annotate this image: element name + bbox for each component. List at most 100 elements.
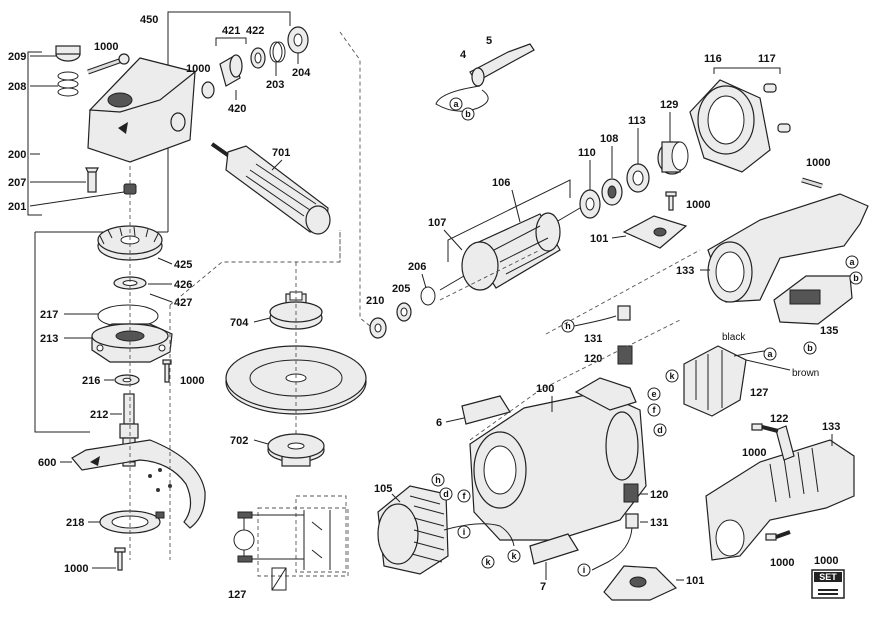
suppressor-131-b (591, 513, 639, 571)
nut-1000-b (201, 81, 215, 99)
label-1000-d: 1000 (64, 563, 88, 575)
set-badge-text: SET (819, 572, 837, 582)
screw-1000-g (751, 423, 779, 433)
armature-106 (439, 207, 581, 291)
label-131-b: 131 (650, 517, 668, 529)
svg-text:f: f (463, 491, 467, 501)
svg-text:f: f (653, 405, 657, 415)
suppressor-131-a (617, 305, 631, 321)
label-1000-e: 1000 (806, 157, 830, 169)
connector-k2: k (507, 549, 521, 563)
cap-209 (55, 45, 81, 62)
bracket-450 (34, 11, 291, 433)
label-117: 117 (758, 53, 776, 65)
connector-a2: a (845, 255, 859, 269)
label-201: 201 (8, 201, 26, 213)
label-425: 425 (174, 259, 192, 271)
label-427: 427 (174, 297, 192, 309)
switch-135 (773, 275, 853, 325)
svg-text:h: h (565, 321, 571, 331)
label-207: 207 (8, 177, 26, 189)
label-426: 426 (174, 279, 192, 291)
svg-text:k: k (669, 371, 675, 381)
connector-f2: f (457, 489, 471, 503)
label-120-a: 120 (584, 353, 602, 365)
connector-e1: e (647, 387, 661, 401)
label-1000-a: 1000 (94, 41, 118, 53)
label-100: 100 (536, 383, 554, 395)
connector-b1: b (461, 107, 475, 121)
label-110: 110 (578, 147, 596, 159)
svg-text:e: e (651, 389, 656, 399)
label-6: 6 (436, 417, 442, 429)
connector-k3: k (481, 555, 495, 569)
label-7: 7 (540, 581, 546, 593)
bracket-421 (215, 37, 247, 46)
connector-i1: i (457, 525, 471, 539)
label-105: 105 (374, 483, 392, 495)
gear-housing-200 (87, 57, 197, 163)
label-702: 702 (230, 435, 248, 447)
label-113: 113 (628, 115, 646, 127)
pinion-421 (219, 54, 243, 87)
svg-text:d: d (443, 489, 449, 499)
svg-text:b: b (853, 273, 859, 283)
svg-text:k: k (511, 551, 517, 561)
bearing-204 (287, 26, 309, 54)
screw-1000-d (114, 547, 126, 571)
washer-205 (396, 302, 412, 322)
stator-105 (377, 485, 515, 575)
svg-text:i: i (583, 565, 586, 575)
clamp-nut-702 (267, 433, 325, 467)
label-421: 421 (222, 25, 240, 37)
svg-text:k: k (485, 557, 491, 567)
screw-1000-a (87, 53, 130, 75)
label-208: 208 (8, 81, 26, 93)
bearing-flange-213 (91, 323, 173, 363)
svg-text:a: a (767, 349, 773, 359)
bracket-disc-group (169, 230, 341, 560)
label-sticker-6 (461, 395, 511, 425)
connector-h1: h (561, 319, 575, 333)
svg-text:d: d (657, 425, 663, 435)
connector-i2: i (577, 563, 591, 577)
label-133-b: 133 (822, 421, 840, 433)
label-212: 212 (90, 409, 108, 421)
cover-plate-101-b (603, 565, 678, 601)
label-206: 206 (408, 261, 426, 273)
connector-h2: h (431, 473, 445, 487)
label-200: 200 (8, 149, 26, 161)
wiring-schematic-127 (233, 495, 349, 591)
label-101-a: 101 (590, 233, 608, 245)
label-600: 600 (38, 457, 56, 469)
label-1000-c: 1000 (180, 375, 204, 387)
cover-plate-101-a (622, 215, 688, 249)
svg-text:b: b (807, 343, 813, 353)
terminal-block-127 (683, 345, 791, 417)
label-213: 213 (40, 333, 58, 345)
label-422: 422 (246, 25, 264, 37)
screw-1000-f (665, 191, 677, 211)
label-1000-i: 1000 (814, 555, 838, 567)
clip-120-b (623, 483, 639, 503)
label-101-b: 101 (686, 575, 704, 587)
connector-a1: a (449, 97, 463, 111)
label-1000-b: 1000 (186, 63, 210, 75)
bearing-422 (250, 47, 266, 69)
connector-d2: d (439, 487, 453, 501)
label-1000-f: 1000 (686, 199, 710, 211)
clip-206 (420, 286, 436, 306)
connector-a3: a (763, 347, 777, 361)
label-107: 107 (428, 217, 446, 229)
side-handle-701 (210, 142, 331, 235)
motor-housing-100 (469, 377, 647, 541)
screw-1000-c (162, 359, 172, 383)
rear-housing-133-a (707, 193, 869, 303)
label-216: 216 (82, 375, 100, 387)
clamp-ring-218 (99, 510, 165, 534)
label-1000-g: 1000 (742, 447, 766, 459)
label-217: 217 (40, 309, 58, 321)
label-106: 106 (492, 177, 510, 189)
label-1000-h: 1000 (770, 557, 794, 569)
